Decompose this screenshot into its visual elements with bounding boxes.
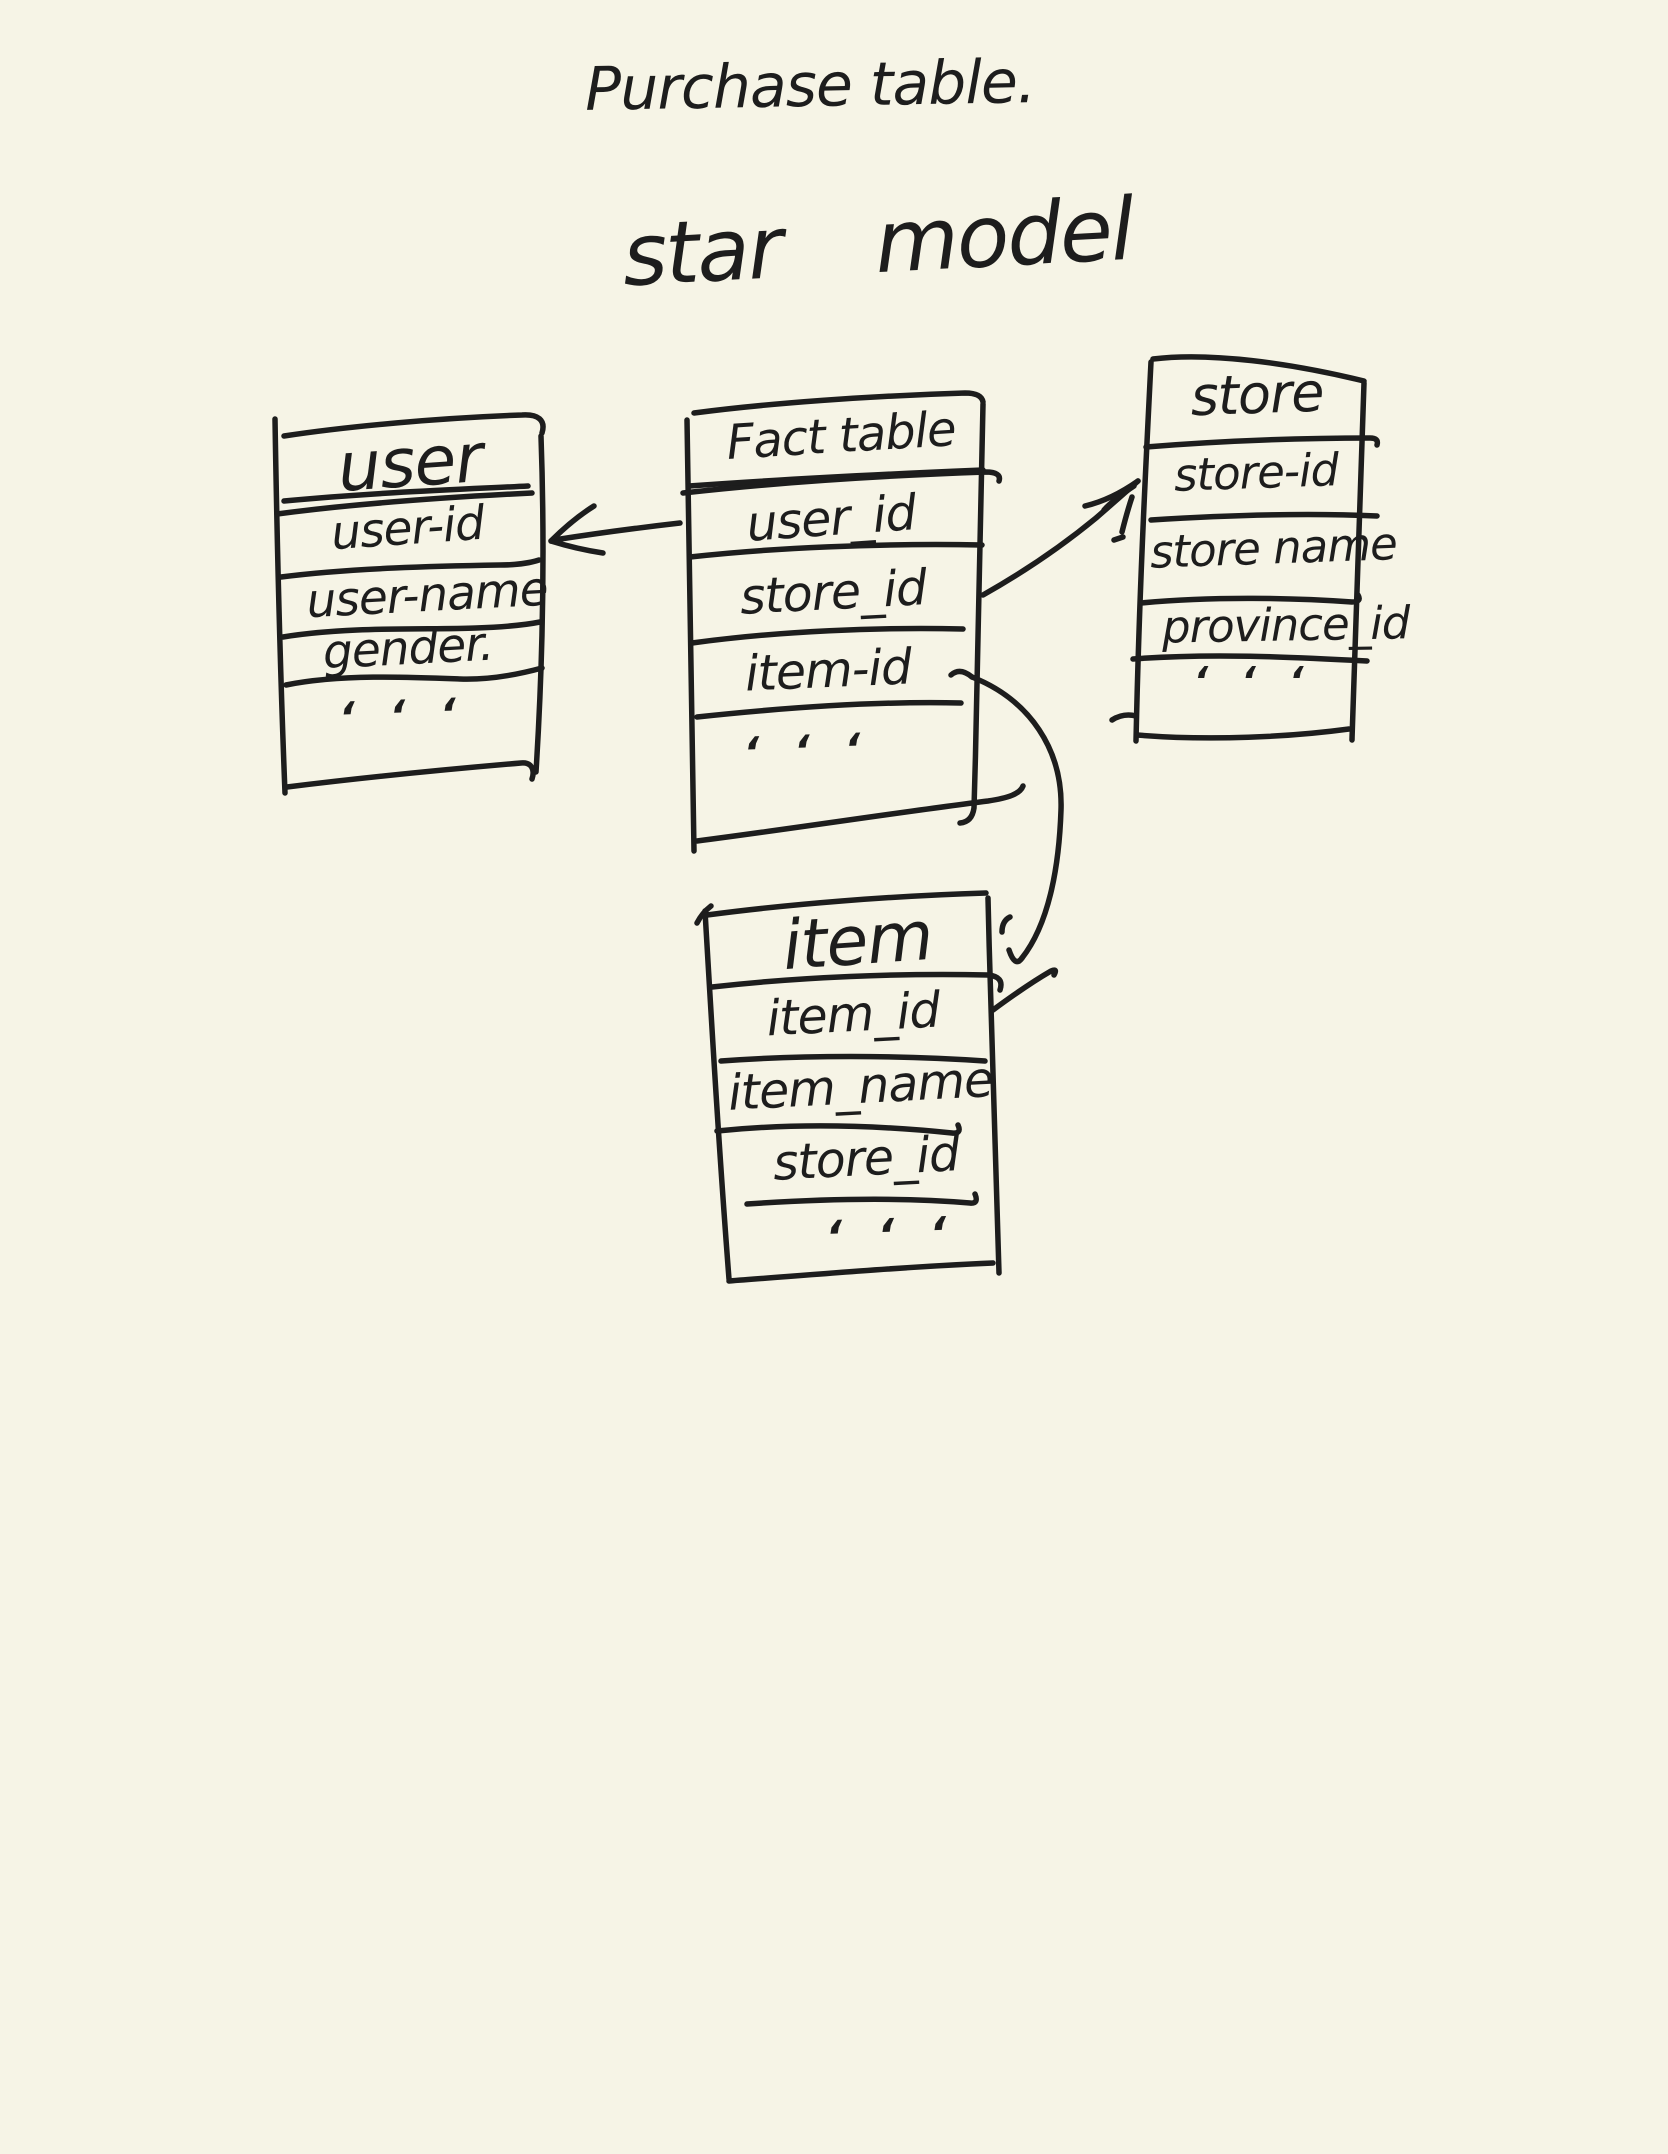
item-divider-1-tick [999,914,1013,935]
item-ellipsis-row: ʻ ʻ ʻ [824,1207,958,1264]
fact-divider-3 [689,625,966,646]
page-title: Purchase table. [584,47,1036,125]
fact-divider-4 [694,699,964,720]
user-field-gender: gender. [321,616,495,681]
user-ellipsis-row: ʻ ʻ ʻ [338,688,467,743]
arrowhead-barb-2 [1101,483,1137,513]
arrow-fact-to-user [548,503,683,556]
fact-field-store-id: store_id [738,559,928,626]
arrowhead-lower-barb [548,538,606,556]
arrow-end-dash [1111,534,1126,543]
store-table-title: store [1189,360,1325,429]
user-border-left [272,416,288,796]
arrowhead-barb [990,967,1059,1013]
user-table-frame [272,412,546,796]
store-border-top [1150,354,1367,384]
store-divider-2 [1148,511,1380,523]
fact-border-bottom [694,783,1026,844]
fact-border-left [684,417,697,854]
store-divider-1 [1143,435,1381,450]
fact-ellipsis-row: ʻ ʻ ʻ [742,723,872,778]
item-field-item-name: item_name [726,1051,995,1122]
arrowhead-upper-barb [548,503,597,544]
user-divider-1b [281,483,531,504]
arrowhead-hook [1006,947,1025,965]
arrow-end-tick [1119,494,1135,535]
arrow-fact-to-item [948,668,1064,1013]
item-divider-3 [714,1122,962,1136]
arrow-shaft [551,520,683,543]
store-divider-4 [1130,653,1370,664]
store-field-store-id: store-id [1173,443,1339,502]
item-field-store-id: store_id [771,1125,961,1192]
store-border-left-hook [1109,712,1139,723]
fact-border-top [691,390,986,416]
item-border-top [704,890,989,918]
item-border-bottom [726,1260,996,1284]
user-border-bottom [284,760,536,790]
user-divider-4 [283,665,545,688]
fact-border-right [957,401,986,826]
store-border-right [1349,380,1367,743]
store-border-bottom [1134,726,1352,741]
item-divider-4 [744,1191,979,1207]
user-border-right [533,433,546,775]
user-divider-3 [280,619,543,640]
fact-table-frame [680,390,1026,854]
store-table-frame [1109,354,1381,744]
fact-divider-2 [687,541,985,560]
store-border-left [1133,359,1154,744]
item-table-frame [694,890,1013,1284]
item-border-left [702,908,732,1282]
fact-divider-1b [686,467,986,489]
item-divider-1 [709,971,1004,993]
arrow-fact-to-store [980,478,1141,598]
user-border-top [281,412,546,439]
store-field-store-name: store name [1149,517,1398,579]
store-field-province-id: province_id [1161,596,1410,654]
store-divider-3 [1138,592,1362,606]
user-divider-1a [274,490,535,517]
user-divider-2 [278,557,542,580]
item-border-right [985,895,1002,1276]
user-field-user-name: user-name [305,561,549,630]
item-divider-2 [718,1053,988,1064]
store-ellipsis-row: ʻ ʻ ʻ [1193,659,1314,703]
arrow-shaft [969,674,1064,961]
